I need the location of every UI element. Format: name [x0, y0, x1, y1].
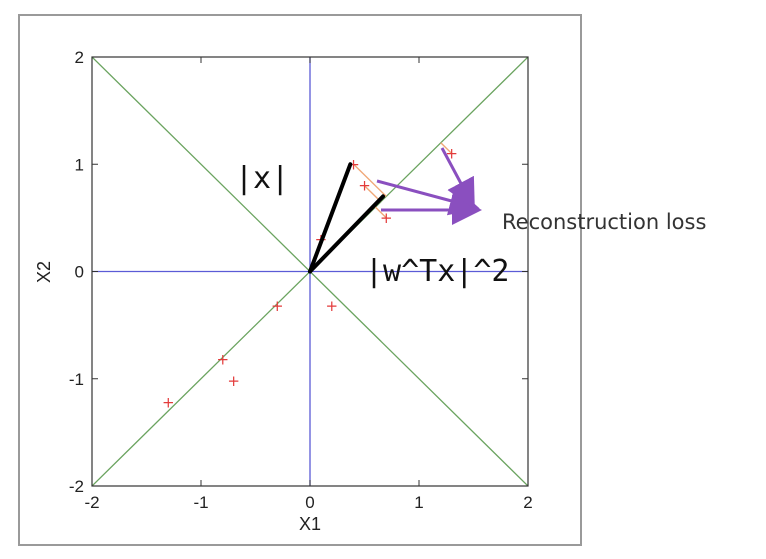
data-points: ++++++++++ [162, 145, 458, 412]
x-tick-label: 2 [523, 493, 532, 512]
data-point-7: + [358, 177, 371, 195]
data-point-5: + [326, 297, 339, 315]
x-tick-label: 0 [305, 493, 314, 512]
projection-line-3 [440, 142, 453, 155]
y-tick-label: -1 [69, 370, 84, 389]
data-point-0: + [162, 393, 175, 411]
y-axis-label: X2 [34, 261, 54, 283]
data-point-3: + [271, 297, 284, 315]
projection-line-2 [374, 206, 387, 219]
y-tick-label: 0 [75, 263, 84, 282]
annotation-reconstruction-loss: Reconstruction loss [502, 210, 706, 234]
annotation-projection: |w^Tx|^2 [365, 254, 510, 289]
x-axis-label: X1 [299, 514, 321, 534]
figure-border [18, 14, 582, 546]
data-point-8: + [380, 209, 393, 227]
arrow-lower [440, 147, 475, 210]
reconstruction-arrows [376, 147, 482, 225]
annotation-norm: |x| [235, 161, 289, 196]
data-point-1: + [217, 350, 230, 368]
y-tick-label: 1 [75, 155, 84, 174]
projection-line-0 [353, 163, 387, 197]
x-tick-label: 1 [414, 493, 423, 512]
y-tick-label: -2 [69, 477, 84, 496]
vector-1 [308, 194, 386, 274]
y-tick-label: 2 [75, 48, 84, 67]
vectors [308, 162, 386, 274]
vector-0 [308, 162, 353, 274]
data-point-2: + [227, 372, 240, 390]
x-tick-label: -2 [84, 493, 99, 512]
x-ticks: -2 -1 0 1 2 [84, 57, 533, 512]
y-ticks: -2 -1 0 1 2 [69, 48, 528, 496]
x-tick-label: -1 [193, 493, 208, 512]
